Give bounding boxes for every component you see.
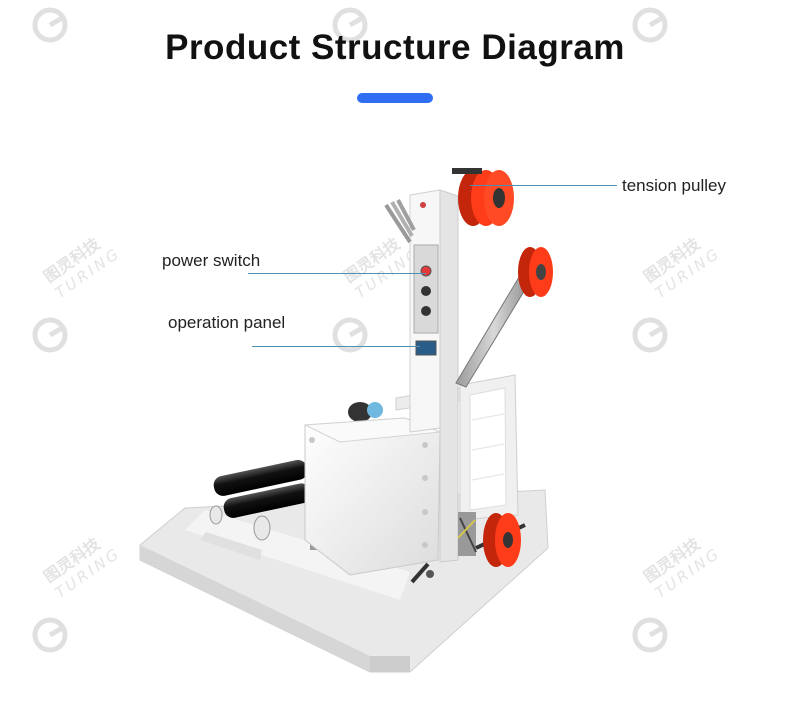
tension-arm	[455, 271, 533, 388]
turing-logo-icon	[332, 7, 368, 43]
turing-logo-icon	[332, 317, 368, 353]
page-title: Product Structure Diagram	[165, 28, 625, 67]
callout-tension-pulley: tension pulley	[622, 176, 726, 195]
turing-logo-icon	[632, 7, 668, 43]
turing-logo-icon	[32, 617, 68, 653]
turing-logo-icon	[632, 317, 668, 353]
watermark	[30, 0, 70, 48]
bottom-pulley	[457, 512, 526, 567]
top-pulley	[452, 168, 514, 226]
callout-power-switch: power switch	[162, 251, 261, 270]
callout-line-power-switch	[248, 273, 426, 274]
callout-line-operation-panel	[252, 346, 420, 347]
black-rollers	[209, 402, 383, 541]
watermark	[330, 0, 370, 48]
callout-line-tension-pulley	[470, 185, 617, 186]
main-housing	[303, 417, 441, 576]
turing-logo-icon	[32, 7, 68, 43]
title-accent-bar	[357, 93, 433, 103]
operation-panel-hardware	[413, 244, 439, 356]
turing-logo-icon	[632, 617, 668, 653]
middle-pulley	[518, 247, 553, 297]
callout-operation-panel: operation panel	[168, 313, 286, 332]
watermark	[630, 0, 670, 48]
turing-logo-icon	[32, 317, 68, 353]
lever-handle	[410, 562, 434, 584]
